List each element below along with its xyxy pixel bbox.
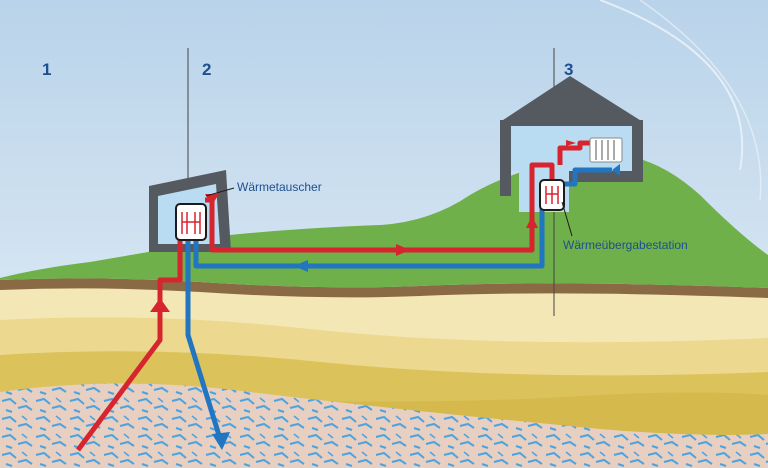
flow-arrows [150,140,620,450]
heat-exchanger-leader [205,187,235,197]
sky-swirl [599,0,744,171]
heat-exchanger-icon [175,203,207,241]
stage-number-2: 2 [202,60,212,79]
stage-number-1: 1 [42,60,52,79]
green-hill [0,154,768,288]
label-heat-exchanger: Wärmetauscher [237,180,322,194]
radiator-icon [589,137,623,163]
transfer-station-icon [539,179,565,211]
label-transfer-station: Wärmeübergabestation [563,238,688,252]
sky-swirl-2 [639,0,762,201]
soil-band [0,278,768,298]
stage-number-3: 3 [564,60,574,79]
transfer-station-leader [561,201,573,237]
